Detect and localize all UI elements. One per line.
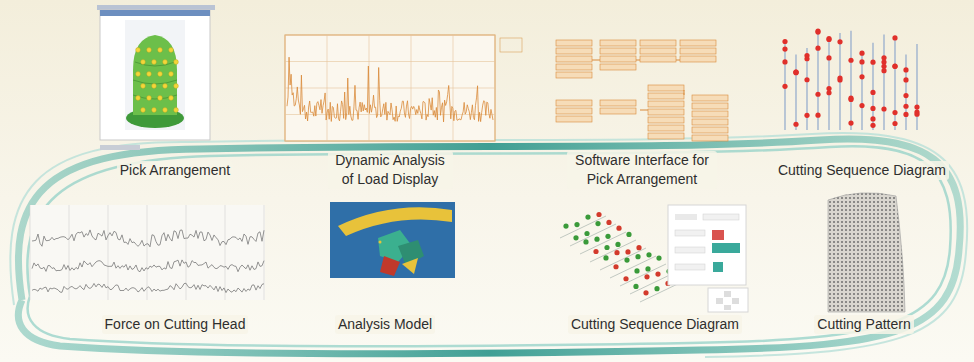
figure-panel: Cutting Sequence Diagram — [560, 315, 750, 334]
figure-panel: Software Interface for Pick Arrangement — [567, 151, 717, 189]
swoosh-loop — [10, 133, 967, 357]
figure-panel: Cutting Sequence Diagram — [770, 161, 955, 180]
cutting-sequence-figure — [782, 28, 919, 130]
panel-caption: Cutting Sequence Diagram — [568, 315, 742, 334]
figure-panel: Force on Cutting Head — [85, 315, 265, 334]
figure-panel: Cutting Pattern — [799, 315, 929, 334]
panel-caption: Dynamic Analysis of Load Display — [328, 151, 453, 189]
panel-caption: Cutting Pattern — [814, 315, 913, 334]
control-panel-figure — [668, 205, 748, 312]
cutting-sequence-3d-figure — [560, 212, 686, 302]
force-chart — [30, 205, 265, 300]
software-interface-figure — [556, 40, 728, 141]
analysis-model-figure — [330, 202, 455, 278]
panel-caption: Cutting Sequence Diagram — [775, 161, 949, 180]
cutting-pattern-figure — [828, 193, 905, 312]
pick-arrangement-figure — [97, 5, 215, 150]
panel-caption: Pick Arrangement — [117, 161, 234, 180]
figure-panel: Pick Arrangement — [95, 161, 255, 180]
figure-panel: Analysis Model — [320, 315, 450, 334]
load-chart — [285, 35, 522, 141]
panel-caption: Force on Cutting Head — [102, 315, 249, 334]
figure-panel: Dynamic Analysis of Load Display — [328, 151, 453, 189]
panel-caption: Analysis Model — [335, 315, 435, 334]
panel-caption: Software Interface for Pick Arrangement — [567, 151, 717, 189]
